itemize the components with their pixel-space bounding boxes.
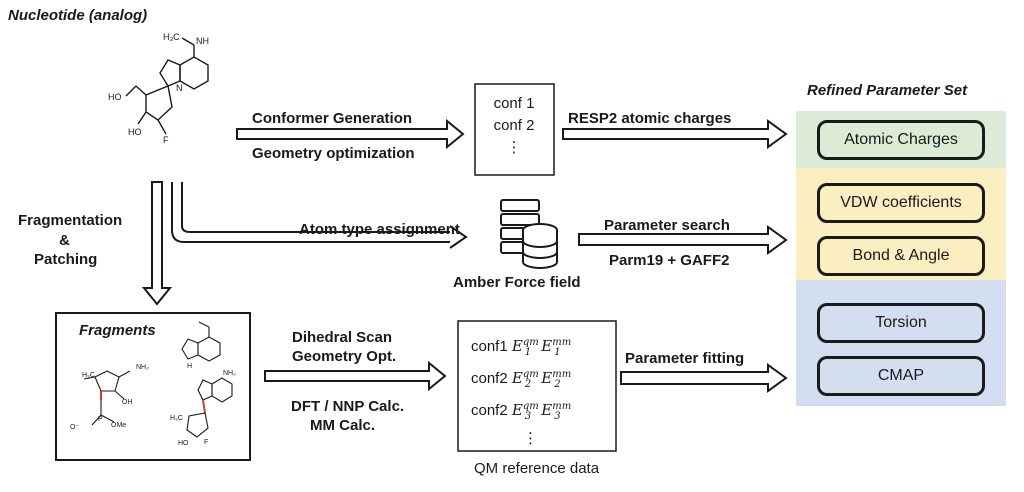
conformer-label: Conformer Generation xyxy=(252,110,413,127)
svg-text:OMe: OMe xyxy=(111,422,126,429)
svg-text:F: F xyxy=(204,439,208,446)
svg-text:H₃C: H₃C xyxy=(82,372,95,379)
nucleotide-structure xyxy=(125,37,209,135)
ho-bottom-label: HO xyxy=(128,127,142,137)
database-icon xyxy=(500,199,558,269)
geom-opt-label: Geometry Opt. xyxy=(292,348,397,365)
fragmentation-label: Fragmentation xyxy=(18,212,123,229)
param-search-arrow xyxy=(578,225,788,255)
fragment-structures xyxy=(83,321,233,438)
svg-text:H: H xyxy=(187,363,192,370)
qm-row-dots: ⋮ xyxy=(523,430,538,447)
atom-type-arrow xyxy=(171,182,468,249)
svg-text:OH: OH xyxy=(122,399,133,406)
param-search-label: Parameter search xyxy=(604,217,730,234)
qm-ref-label: QM reference data xyxy=(474,460,600,477)
vdw-box: VDW coefficients xyxy=(817,183,985,223)
conformer-arrow xyxy=(236,118,465,150)
n-label: N xyxy=(176,83,183,93)
conf-box xyxy=(474,83,555,176)
qm-row-1: conf1 Eqm1 Emm1 xyxy=(471,337,572,358)
qm-box xyxy=(457,320,617,452)
fragments-box xyxy=(55,312,251,461)
amp-label: & xyxy=(59,232,70,249)
resp2-arrow xyxy=(562,119,788,149)
fragments-title: Fragments xyxy=(79,322,156,339)
cmap-box: CMAP xyxy=(817,356,985,396)
dft-label: DFT / NNP Calc. xyxy=(291,398,405,415)
torsion-band xyxy=(796,280,1006,406)
nh-label: NH xyxy=(196,36,209,46)
vdw-band xyxy=(796,168,1006,280)
amber-label: Amber Force field xyxy=(453,274,581,291)
f-label: F xyxy=(163,135,169,145)
ho-top-label: HO xyxy=(108,92,122,102)
svg-text:P: P xyxy=(98,416,103,423)
svg-text:NH₂: NH₂ xyxy=(136,364,149,371)
fragmentation-arrow xyxy=(141,181,173,306)
svg-text:HO: HO xyxy=(178,440,189,447)
atom-type-label: Atom type assignment xyxy=(299,221,460,238)
conf-row-1: conf 1 xyxy=(493,95,535,112)
patching-label: Patching xyxy=(34,251,98,268)
h3c-label: H₃C xyxy=(163,32,180,42)
svg-text:H₃C: H₃C xyxy=(170,415,183,422)
bond-angle-box: Bond & Angle xyxy=(817,236,985,276)
geometry-label: Geometry optimization xyxy=(252,145,415,162)
svg-text:O⁻: O⁻ xyxy=(70,424,79,431)
conf-row-2: conf 2 xyxy=(493,117,535,134)
atomic-charges-box: Atomic Charges xyxy=(817,120,985,160)
dihedral-arrow xyxy=(264,360,447,392)
torsion-box: Torsion xyxy=(817,303,985,343)
refined-title: Refined Parameter Set xyxy=(807,82,968,99)
conf-row-dots: ⋮ xyxy=(506,139,522,156)
qm-row-2: conf2 Eqm2 Emm2 xyxy=(471,369,572,390)
qm-row-3: conf2 Eqm3 Emm3 xyxy=(471,401,572,422)
diagram-title: Nucleotide (analog) xyxy=(8,7,148,24)
param-fit-label: Parameter fitting xyxy=(625,350,745,367)
dihedral-label: Dihedral Scan xyxy=(292,329,393,346)
param-fit-arrow xyxy=(620,363,788,393)
resp2-label: RESP2 atomic charges xyxy=(568,110,732,127)
mm-label: MM Calc. xyxy=(310,417,376,434)
parm19-label: Parm19 + GAFF2 xyxy=(609,252,730,269)
svg-text:NH₂: NH₂ xyxy=(223,370,236,377)
